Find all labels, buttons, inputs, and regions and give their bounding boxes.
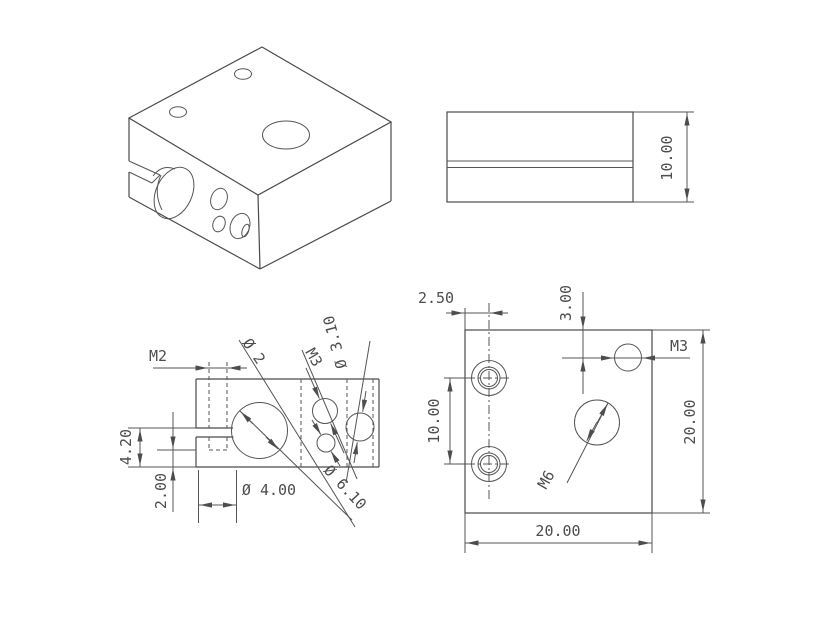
top-2000-right-dimension: 20.00 bbox=[652, 329, 710, 514]
isometric-outline bbox=[127, 46, 393, 270]
top-m6-hole bbox=[574, 399, 620, 446]
top-1000-dimension: 10.00 bbox=[425, 377, 472, 465]
top-centerlines bbox=[466, 303, 512, 500]
front-dia400-label: Ø 4.00 bbox=[242, 481, 296, 499]
top-small-hole-2 bbox=[169, 106, 187, 118]
top-1000-label: 10.00 bbox=[425, 398, 443, 443]
front-420-label: 4.20 bbox=[117, 429, 135, 465]
top-2000-bottom-label: 20.00 bbox=[535, 522, 580, 540]
front-hole-m3 bbox=[210, 187, 228, 211]
front-outline bbox=[195, 378, 380, 468]
front-dia310-label: Ø 3.10 bbox=[319, 314, 350, 371]
front-hole-sensor-depth bbox=[241, 223, 250, 238]
front-420-dimension: 4.20 bbox=[117, 427, 196, 468]
top-300-dimension: 3.00 bbox=[557, 285, 586, 394]
top-300-label: 3.00 bbox=[557, 285, 575, 321]
heater-hole bbox=[153, 166, 195, 220]
top-view: 2.50 3.00 M3 10.00 M6 bbox=[418, 285, 710, 553]
front-hidden-lines bbox=[208, 362, 374, 467]
front-dia610-label: Ø 6.10 bbox=[320, 461, 370, 513]
front-200-dimension: 2.00 bbox=[152, 412, 196, 512]
top-cbore-hole-2-inner bbox=[480, 455, 498, 473]
front-view: M2 4.20 2.00 Ø 4.00 bbox=[117, 314, 380, 528]
top-m6-label: M6 bbox=[534, 467, 559, 492]
top-large-hole bbox=[262, 120, 310, 150]
front-dia2-hole bbox=[316, 433, 336, 453]
isometric-view bbox=[127, 46, 393, 270]
top-2000-right-label: 20.00 bbox=[681, 399, 699, 444]
top-outline bbox=[464, 329, 653, 514]
isometric-front-face-features bbox=[128, 160, 251, 240]
front-m2-dimension: M2 bbox=[149, 347, 247, 371]
front-200-label: 2.00 bbox=[152, 473, 170, 509]
front-m3-hole bbox=[312, 398, 338, 424]
top-m3-label: M3 bbox=[670, 337, 688, 355]
top-2000-bottom-dimension: 20.00 bbox=[464, 513, 653, 553]
top-250-label: 2.50 bbox=[418, 289, 454, 307]
heater-hole-inner-edge bbox=[156, 174, 163, 211]
front-heater-hole bbox=[231, 402, 288, 459]
isometric-top-face-holes bbox=[169, 68, 310, 150]
front-dia310-hole bbox=[345, 412, 375, 442]
top-m6-dimension: M6 bbox=[534, 402, 609, 492]
top-small-hole-1 bbox=[234, 68, 252, 80]
front-m2-label: M2 bbox=[149, 347, 167, 365]
front-dia2-label: Ø 2 bbox=[239, 335, 269, 368]
side-view: 10.00 bbox=[446, 111, 694, 203]
front-dia610-dimension: Ø 6.10 bbox=[239, 410, 370, 521]
side-thickness-dimension: 10.00 bbox=[633, 111, 694, 203]
front-dia400-dimension: Ø 4.00 bbox=[198, 470, 296, 523]
slot-hole-sliver bbox=[152, 167, 176, 177]
side-thickness-label: 10.00 bbox=[658, 135, 676, 180]
top-m3-dimension: M3 bbox=[562, 337, 690, 361]
side-outline bbox=[446, 111, 634, 203]
top-250-dimension: 2.50 bbox=[418, 289, 508, 330]
front-holes bbox=[231, 398, 375, 459]
top-holes bbox=[471, 343, 642, 482]
front-m3-label: M3 bbox=[302, 345, 327, 370]
top-cbore-hole-1-inner bbox=[480, 369, 498, 387]
front-hole-small bbox=[212, 215, 226, 233]
